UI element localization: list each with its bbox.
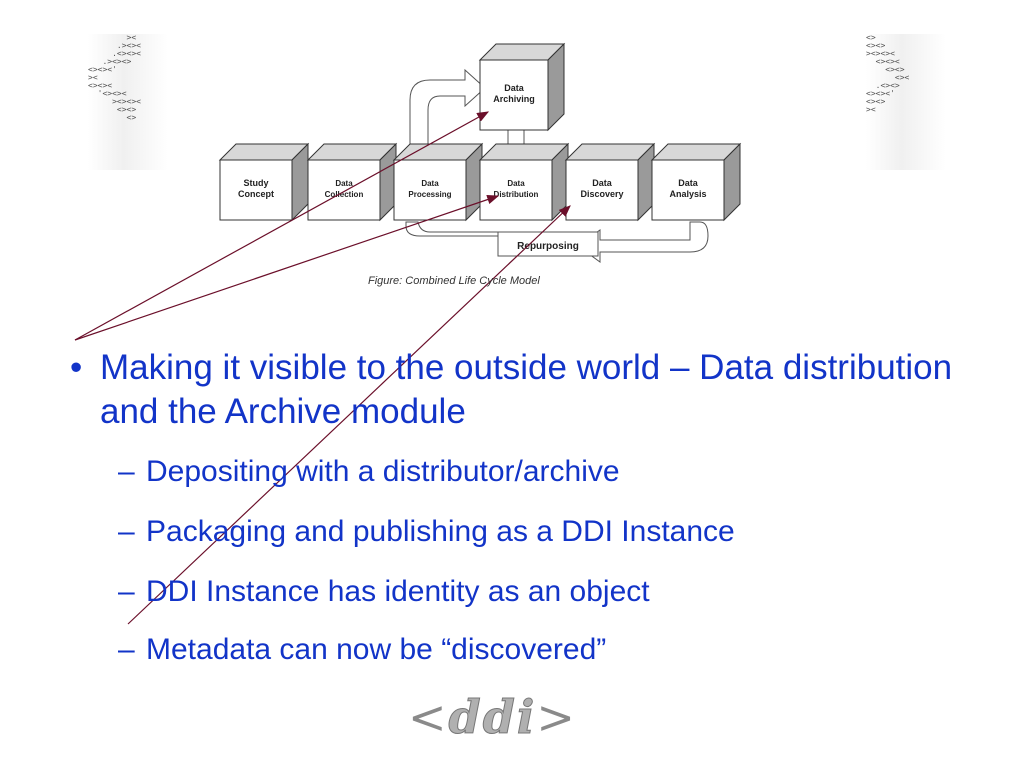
sub-bullet-text: Metadata can now be “discovered”	[146, 633, 607, 662]
box-label: Distribution	[494, 190, 539, 199]
box-label: Study	[243, 178, 268, 188]
box-label: Analysis	[669, 189, 706, 199]
box-label: Data	[678, 178, 699, 188]
sub-bullet-text: Packaging and publishing as a DDI Instan…	[146, 515, 735, 548]
logo-left-bracket: <	[408, 690, 449, 744]
pointer-line-discovery	[127, 205, 571, 625]
box-label: Data	[335, 179, 353, 188]
ddi-logo: <ddi>	[408, 690, 577, 745]
sub-bullet-text: Depositing with a distributor/archive	[146, 455, 620, 488]
logo-right-bracket: >	[536, 690, 577, 744]
box-label: Concept	[238, 189, 274, 199]
logo-text: ddi	[448, 690, 537, 745]
sub-bullet: – DDI Instance has identity as an object	[70, 572, 970, 612]
dash: –	[118, 633, 135, 662]
main-bullet: • Making it visible to the outside world…	[70, 346, 970, 434]
decorative-tag-pattern-left: >< .><>< .<><>< .><><> <><><' >< <><>< '…	[88, 34, 168, 170]
box-label: Data	[421, 179, 439, 188]
box-label: Archiving	[493, 94, 535, 104]
bullet-dot: •	[70, 348, 83, 387]
box-label: Data	[507, 179, 525, 188]
repurposing-label: Repurposing	[517, 241, 579, 252]
decorative-tag-pattern-right: <> <><> ><><>< <><>< <><> <>< .<><> <><>…	[866, 34, 946, 170]
dash: –	[118, 455, 135, 488]
pointer-line-distribution	[74, 194, 500, 341]
sub-bullet: – Depositing with a distributor/archive	[70, 452, 970, 492]
box-layer: StudyConceptDataCollectionDataProcessing…	[218, 42, 742, 222]
repurposing-arrow	[577, 221, 709, 263]
dash: –	[118, 575, 135, 608]
main-bullet-text: Making it visible to the outside world –…	[100, 348, 953, 431]
box-label: Data	[504, 83, 525, 93]
sub-bullet: – Metadata can now be “discovered”	[70, 630, 970, 662]
dash: –	[118, 515, 135, 548]
box-label: Discovery	[580, 189, 623, 199]
bullet-list: • Making it visible to the outside world…	[70, 346, 970, 662]
figure-caption: Figure: Combined Life Cycle Model	[368, 275, 540, 287]
repurposing-arrow-left	[405, 221, 499, 237]
sub-bullet: – Packaging and publishing as a DDI Inst…	[70, 512, 970, 552]
sub-bullet-text: DDI Instance has identity as an object	[146, 575, 650, 608]
loop-arrow	[409, 68, 486, 161]
box-label: Processing	[408, 190, 451, 199]
pointer-line-archiving	[74, 111, 490, 341]
repurposing-box	[497, 231, 599, 257]
box-label: Data	[592, 178, 613, 188]
box-label: Collection	[325, 190, 364, 199]
